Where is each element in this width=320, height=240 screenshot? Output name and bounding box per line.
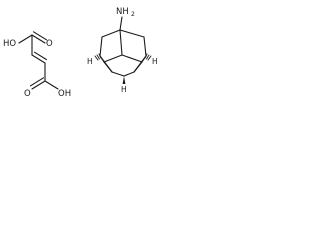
label-ho-top: HO xyxy=(3,39,16,49)
label-o-bottom: O xyxy=(24,89,31,99)
bond-lower-front-right xyxy=(133,61,143,73)
wedge-bond-bottom-h xyxy=(122,76,126,84)
fumaric-acid: HO O O OH xyxy=(3,31,71,99)
label-h-right: H xyxy=(152,57,158,66)
bond-back-left xyxy=(103,54,123,63)
bond-c2-c3-b xyxy=(33,51,48,61)
label-h-bottom: H xyxy=(121,85,127,94)
bond-c4-oh xyxy=(44,80,59,90)
bond-bottom-right xyxy=(123,71,135,77)
bond-c4-o-double-b xyxy=(29,77,45,87)
bond-right-ch xyxy=(143,36,147,57)
structure-diagram: HO O O OH xyxy=(3,7,158,99)
label-nh2: NH xyxy=(116,7,129,17)
bond-c1-back xyxy=(119,29,123,56)
bond-c1-oh xyxy=(18,34,33,44)
bond-left-ch xyxy=(99,36,103,57)
hash-bond-left-h xyxy=(94,53,102,61)
amantadine: NH 2 H H H xyxy=(87,7,158,94)
bond-lower-front-left xyxy=(103,61,113,73)
bond-c1-o-double-a xyxy=(31,34,46,44)
label-h-left: H xyxy=(87,57,93,66)
label-o-top: O xyxy=(46,39,53,49)
bond-bottom-left xyxy=(111,71,125,77)
bond-c1-n xyxy=(119,16,123,31)
bond-c1-left xyxy=(101,29,121,38)
bond-c2-c3-a xyxy=(31,54,46,64)
bond-c1-o-double-b xyxy=(32,31,48,41)
bond-c1-right xyxy=(119,29,145,38)
hash-bond-right-h xyxy=(144,53,152,61)
bond-c4-o-double-a xyxy=(31,80,46,90)
label-nh2-subscript: 2 xyxy=(131,11,135,18)
label-oh-bottom: OH xyxy=(58,89,71,99)
bond-back-right xyxy=(121,54,143,63)
